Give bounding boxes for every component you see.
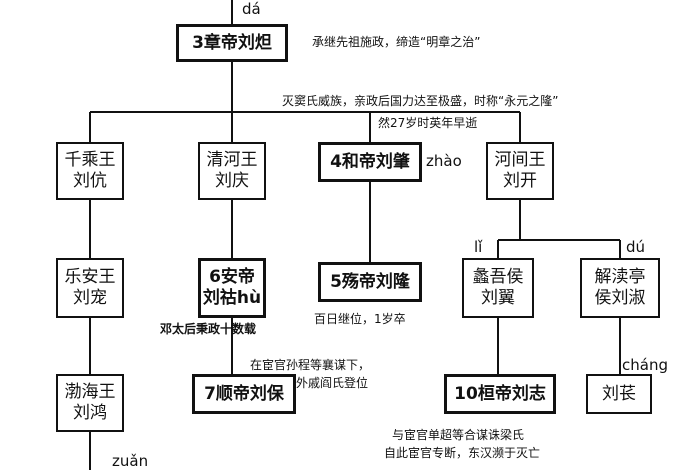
noble-title: 蠡吾侯 — [472, 267, 524, 287]
noble-name: 刘宠 — [73, 288, 107, 308]
noble-name: 刘庆 — [215, 171, 249, 191]
pinyin-du: dú — [626, 238, 646, 256]
pinyin-zhao: zhào — [426, 152, 462, 170]
noble-box-liuchang: 刘苌 — [586, 374, 652, 414]
note-shangdi: 百日继位，1岁卒 — [314, 312, 406, 326]
emperor-name: 3章帝刘炟 — [192, 32, 272, 53]
emperor-box-zhangdi: 3章帝刘炟 — [176, 24, 288, 62]
note-andi: 邓太后秉政十数载 — [160, 322, 257, 336]
noble-box-bohai: 渤海王 刘鸿 — [56, 374, 124, 432]
emperor-name: 6安帝 — [209, 267, 255, 287]
pinyin-chang: cháng — [622, 356, 668, 374]
emperor-box-shangdi: 5殇帝刘隆 — [318, 262, 422, 302]
pinyin-zuan: zuǎn — [112, 452, 149, 470]
noble-name: 刘开 — [503, 171, 537, 191]
note-huandi-2: 自此宦官专断，东汉濒于灭亡 — [384, 446, 541, 460]
pinyin-li: lǐ — [474, 238, 483, 256]
noble-name: 侯刘淑 — [594, 288, 646, 308]
noble-name: 刘苌 — [602, 383, 636, 404]
noble-name: 刘翼 — [481, 288, 515, 308]
noble-box-qinghe: 清河王 刘庆 — [198, 142, 266, 200]
noble-box-jiedu: 解渎亭 侯刘淑 — [580, 258, 660, 318]
noble-title: 河间王 — [494, 150, 546, 170]
note-zhangdi: 承继先祖施政，缔造“明章之治” — [312, 35, 481, 49]
emperor-box-hedi: 4和帝刘肇 — [318, 142, 422, 182]
emperor-box-andi: 6安帝 刘祜hù — [198, 258, 266, 318]
noble-box-lewu: 蠡吾侯 刘翼 — [462, 258, 534, 318]
emperor-name: 10桓帝刘志 — [454, 383, 546, 404]
emperor-name: 4和帝刘肇 — [330, 151, 410, 172]
noble-box-hejian: 河间王 刘开 — [486, 142, 554, 200]
pinyin-da: dá — [242, 0, 261, 18]
note-shundi-2: 诛灭外戚阎氏登位 — [272, 376, 369, 390]
note-huandi-1: 与宦官单超等合谋诛梁氏 — [392, 428, 525, 442]
noble-name: 刘伉 — [73, 171, 107, 191]
emperor-box-shundi: 7顺帝刘保 — [192, 374, 296, 414]
note-hedi-2: 然27岁时英年早逝 — [378, 116, 478, 130]
note-shundi-1: 在宦官孙程等襄谋下， — [250, 358, 371, 372]
noble-title: 乐安王 — [64, 267, 116, 287]
emperor-name: 7顺帝刘保 — [204, 383, 284, 404]
noble-title: 渤海王 — [64, 382, 116, 402]
noble-box-lean: 乐安王 刘宠 — [56, 258, 124, 318]
emperor-box-huandi: 10桓帝刘志 — [444, 374, 556, 414]
noble-title: 千乘王 — [64, 150, 116, 170]
noble-name: 刘鸿 — [73, 403, 107, 423]
note-hedi-1: 灭窦氏威族，亲政后国力达至极盛，时称“永元之隆” — [282, 94, 559, 108]
emperor-name-2: 刘祜hù — [202, 288, 262, 308]
noble-title: 清河王 — [206, 150, 258, 170]
noble-title: 解渎亭 — [594, 267, 646, 287]
noble-box-qiancheng: 千乘王 刘伉 — [56, 142, 124, 200]
emperor-name: 5殇帝刘隆 — [330, 271, 410, 292]
